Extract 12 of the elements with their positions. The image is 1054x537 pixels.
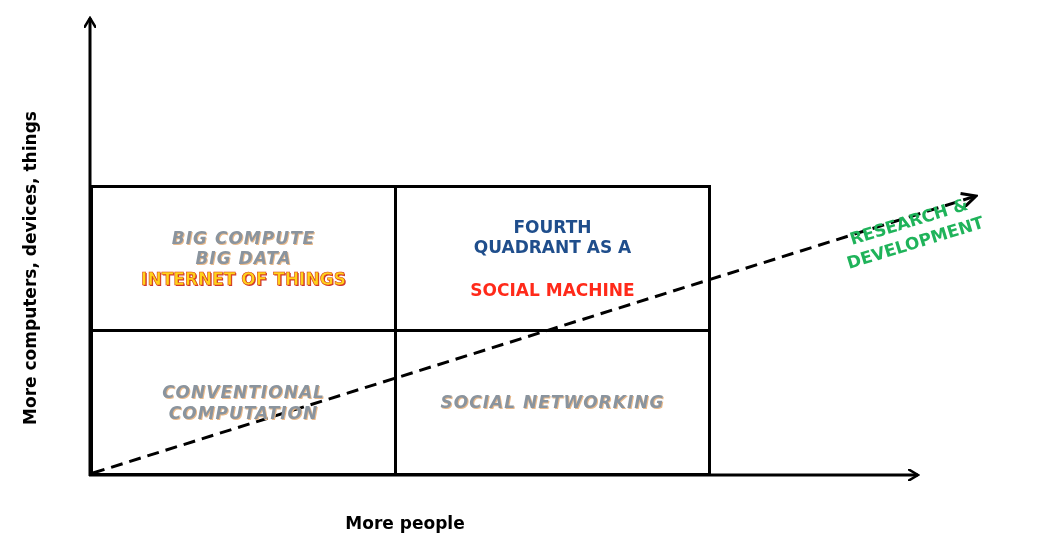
quadrant-label: INTERNET OF THINGS	[141, 268, 346, 290]
quadrant-label: SOCIAL NETWORKING	[440, 392, 665, 413]
quadrant-label: BIG COMPUTE	[171, 227, 316, 249]
quadrant-cell	[90, 185, 397, 332]
quadrant-label: BIG DATA	[195, 248, 292, 269]
axis-label: More people	[345, 513, 465, 533]
quadrant-cell	[394, 185, 711, 332]
quadrant-label: SOCIAL MACHINE	[470, 279, 635, 301]
axis-label: More computers, devices, things	[20, 111, 40, 425]
quadrant-label: FOURTH QUADRANT AS A	[472, 216, 633, 258]
quadrant-cell	[394, 329, 711, 476]
quadrant-cell	[90, 329, 397, 476]
